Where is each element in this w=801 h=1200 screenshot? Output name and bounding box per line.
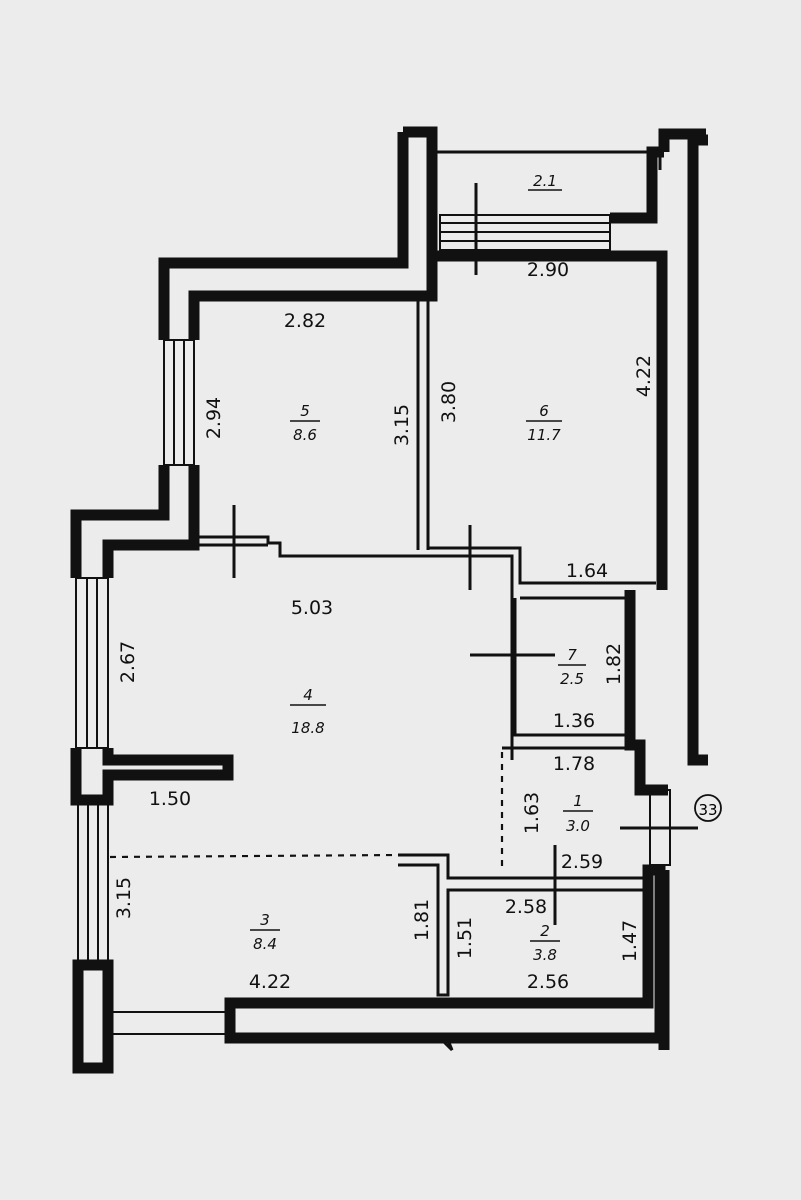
dim-r6-right: 4.22 [633,355,655,397]
room-1-label: 1 3.0 [563,792,593,835]
room-2-number: 2 [540,922,550,940]
room-2-area: 3.8 [533,946,557,964]
room-5-label: 5 8.6 [290,402,320,444]
dim-r5-left: 2.94 [203,397,225,439]
balcony-label: 2.1 [528,172,562,191]
room-4-number: 4 [303,686,313,704]
dim-r2-bottom: 2.56 [527,971,569,993]
room-labels: 2.1 5 8.6 6 11.7 4 18.8 7 2.5 1 3.0 [250,172,593,964]
room-3-area: 8.4 [253,935,277,953]
dim-r5-right: 3.15 [391,404,413,446]
room-3-label: 3 8.4 [250,911,280,953]
room-4-label: 4 18.8 [290,686,326,737]
dim-r6-left: 3.80 [438,381,460,423]
dim-r3-right: 1.81 [411,899,433,941]
room-7-label: 7 2.5 [558,646,586,688]
room-5-area: 8.6 [293,426,317,444]
room-6-label: 6 11.7 [526,402,562,444]
dim-r4-partition: 1.50 [149,788,191,810]
axis-marker: 33 [694,794,722,822]
axis-marker-number: 33 [698,801,717,819]
dim-r4-top: 5.03 [291,597,333,619]
dim-r1-left: 1.63 [521,792,543,834]
dim-r3-bottom: 4.22 [249,971,291,993]
room-1-number: 1 [573,792,583,810]
dim-r6-bottom: 1.64 [566,560,608,582]
balcony [432,128,706,275]
dim-r5-top: 2.82 [284,310,326,332]
room-4-area: 18.8 [291,719,324,737]
room-7-area: 2.5 [560,670,584,688]
room-6-number: 6 [539,402,549,420]
dim-r4-left: 2.67 [117,641,139,683]
room-1-area: 3.0 [566,817,590,835]
dim-r1-bottom: 2.59 [561,851,603,873]
dim-r2-left: 1.51 [454,917,476,959]
dim-r2-right: 1.47 [619,920,641,962]
dim-r6-top: 2.90 [527,259,569,281]
outer-walls [70,126,708,1074]
partitions [109,298,698,1052]
room-6-area: 11.7 [527,426,561,444]
dim-r7-right: 1.82 [603,643,625,685]
balcony-area: 2.1 [533,172,557,190]
windows [75,339,671,1035]
dim-r1-top: 1.78 [553,753,595,775]
dim-r2-top: 2.58 [505,896,547,918]
dim-r7-bottom: 1.36 [553,710,595,732]
room-3-number: 3 [260,911,270,929]
room-5-number: 5 [300,402,310,420]
dimensions: 2.82 2.94 3.15 2.90 3.80 4.22 1.64 5.03 … [113,259,655,993]
room-7-number: 7 [567,646,577,664]
room-2-label: 2 3.8 [530,922,560,964]
dim-r3-left: 3.15 [113,877,135,919]
